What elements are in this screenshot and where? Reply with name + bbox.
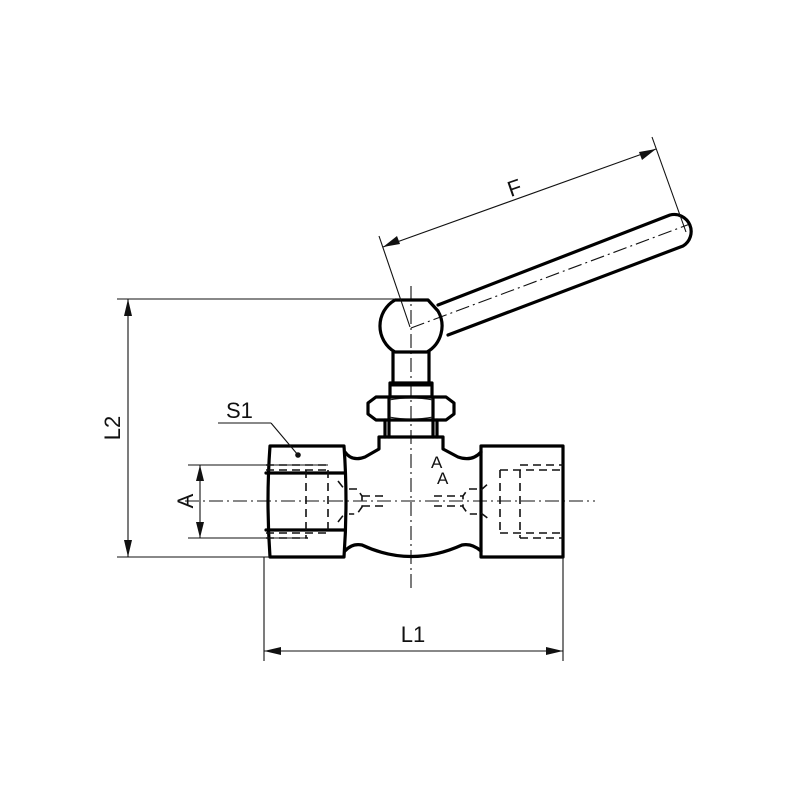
valve-body xyxy=(343,435,483,559)
arrow-up-icon xyxy=(124,299,132,316)
f-extension-start xyxy=(378,235,411,328)
body-bottom-contour xyxy=(343,543,483,559)
hex-nut xyxy=(366,395,456,439)
nut-outline xyxy=(366,395,456,422)
arrow-right-icon xyxy=(546,647,563,655)
arrow-down-icon xyxy=(196,522,204,538)
l2-label: L2 xyxy=(100,416,125,440)
a-label: A xyxy=(173,493,198,508)
f-extension-end xyxy=(651,136,687,233)
f-dimension-line xyxy=(382,148,657,248)
body-top-contour xyxy=(343,435,483,461)
ball-knob xyxy=(378,298,444,354)
left-port xyxy=(264,444,388,559)
s1-label: S1 xyxy=(226,398,253,423)
center-lines xyxy=(185,223,691,590)
dimension-l1: L1 xyxy=(263,557,564,661)
arrow-right-icon xyxy=(639,149,656,160)
section-mark-1: A xyxy=(431,453,443,472)
arrow-left-icon xyxy=(264,647,281,655)
arrow-up-icon xyxy=(196,465,204,481)
dimension-s1: S1 xyxy=(218,398,299,456)
handle-centerline xyxy=(410,223,691,329)
l1-label: L1 xyxy=(401,622,425,647)
dimension-f: F xyxy=(378,136,687,328)
ball-head xyxy=(378,298,444,354)
arrow-down-icon xyxy=(124,540,132,557)
s1-leader-line xyxy=(270,422,299,456)
dimension-l2: L2 xyxy=(100,298,395,558)
section-mark-2: A xyxy=(437,469,449,488)
lever-handle xyxy=(436,212,693,337)
dimension-a: A xyxy=(173,464,328,539)
section-marks: A A xyxy=(431,453,449,488)
arrow-left-icon xyxy=(383,236,400,247)
right-port xyxy=(434,444,565,559)
handle-body xyxy=(436,212,693,337)
right-port-outline xyxy=(479,444,565,559)
f-label: F xyxy=(504,174,525,202)
